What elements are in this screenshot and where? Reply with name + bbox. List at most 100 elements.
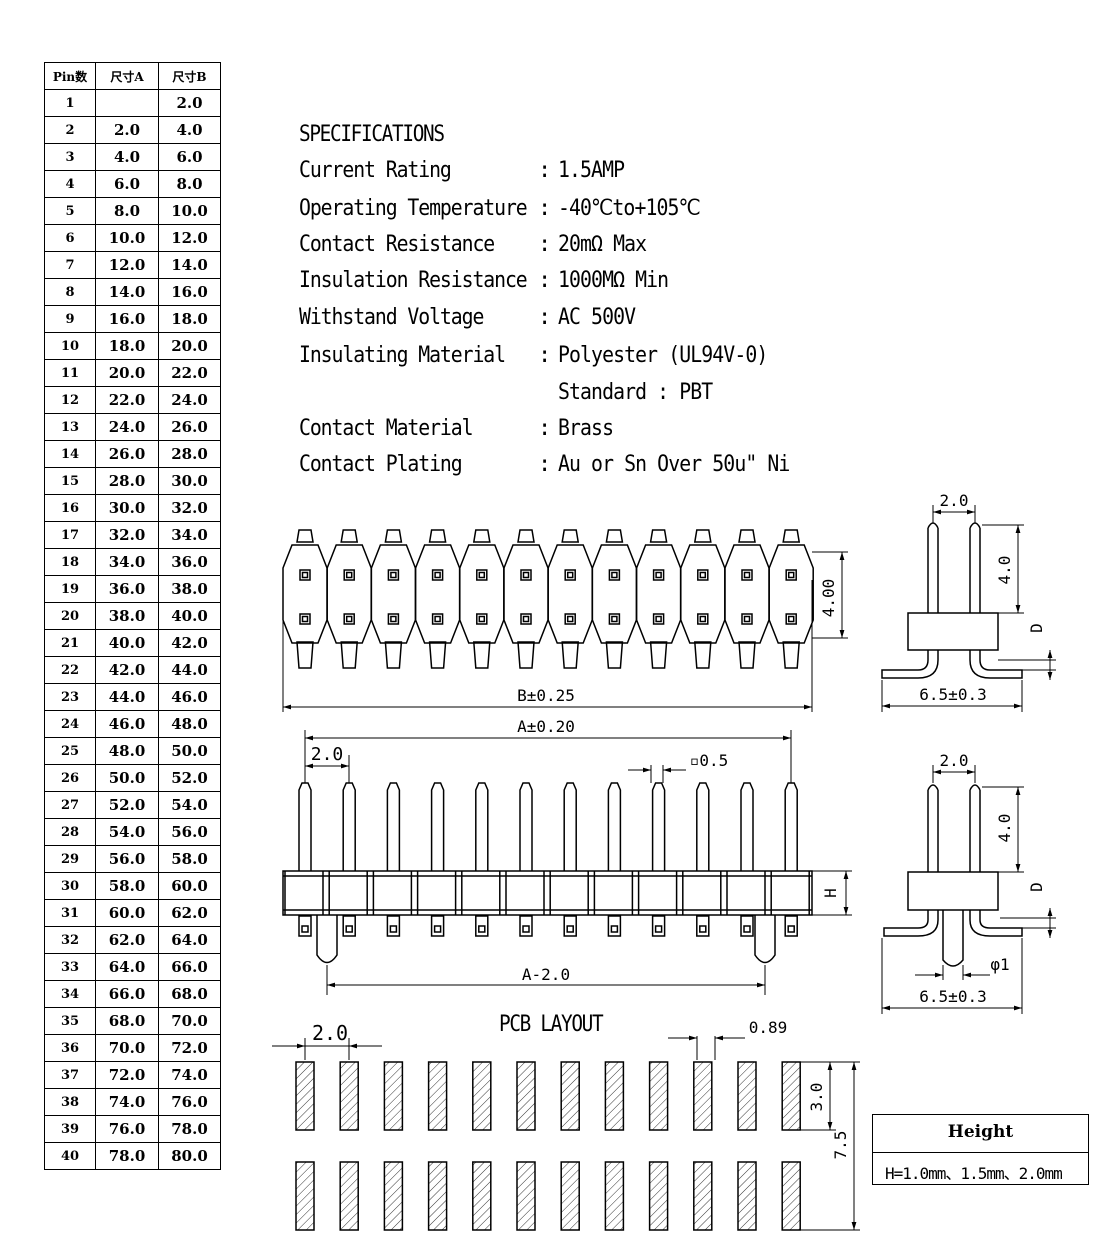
pin-tip-bottom [561, 641, 580, 669]
dimension-lines [272, 505, 1056, 1231]
pin-square-inner [390, 571, 397, 579]
pcb-pad-bottom [295, 1161, 315, 1231]
front-pin-end [345, 925, 353, 933]
cell-size-a: 64.0 [95, 953, 159, 981]
label-pcb-pad-height: 3.0 [807, 1083, 826, 1112]
side-pin-right [969, 522, 981, 613]
pcb-pad-bottom [339, 1161, 359, 1231]
pin-square [652, 613, 665, 625]
cell-pin: 34 [44, 980, 96, 1008]
pin-tip-top [472, 529, 491, 543]
pin-square [741, 613, 753, 625]
cell-pin: 12 [44, 386, 96, 414]
cell-size-b: 34.0 [158, 521, 221, 549]
specifications-title: SPECIFICATIONS [299, 122, 445, 147]
front-pin-upper [607, 782, 622, 871]
spec-colon: : [538, 452, 552, 477]
cell-size-a [95, 89, 159, 117]
side-housing [907, 612, 999, 651]
pin-square-inner [434, 615, 441, 623]
pcb-pad-top [383, 1061, 404, 1131]
side-view-right-angle [881, 522, 1023, 679]
cell-size-a: 62.0 [95, 926, 159, 954]
pin-square-inner [611, 571, 618, 579]
front-pin-end [610, 925, 619, 933]
cell-pin: 16 [44, 494, 96, 522]
cell-pin: 9 [44, 305, 96, 333]
label-a-minus: A-2.0 [522, 965, 570, 984]
cell-size-b: 36.0 [158, 548, 221, 576]
front-pin-lower [651, 915, 666, 937]
cell-size-b: 46.0 [158, 683, 221, 711]
pin-square-inner [522, 615, 530, 623]
label-side2-d: D [1027, 882, 1046, 892]
front-pin-lower [784, 915, 798, 937]
side2-lead-left [883, 910, 939, 937]
cell-size-b: 58.0 [158, 845, 221, 873]
pin-tip-bottom [296, 641, 314, 669]
cell-size-b: 10.0 [158, 197, 221, 225]
pin-tip-top [561, 529, 580, 543]
spec-colon: : [538, 343, 552, 368]
pcb-pad-bottom [604, 1161, 625, 1231]
cell-size-a: 2.0 [95, 116, 159, 144]
pin-square [431, 613, 444, 625]
pcb-pad-bottom [472, 1161, 492, 1231]
pcb-layout-title: PCB LAYOUT [499, 1012, 604, 1037]
spec-value: 20mΩ Max [558, 232, 647, 257]
pin-tip-bottom [693, 641, 712, 669]
spec-label: Insulating Material [299, 343, 506, 368]
label-side-d: D [1027, 623, 1046, 633]
pin-square-inner [655, 615, 662, 623]
cell-pin: 13 [44, 413, 96, 441]
pin-square [431, 569, 444, 581]
front-post [316, 915, 338, 964]
label-pin-square: ▫0.5 [690, 751, 729, 770]
pcb-pad-top [339, 1061, 359, 1131]
header-pin: Pin数 [44, 62, 96, 90]
pcb-pad-bottom [693, 1161, 713, 1231]
spec-value: AC 500V [558, 305, 636, 330]
cell-size-a: 12.0 [95, 251, 159, 279]
pin-tip-bottom [782, 641, 801, 669]
front-pin-end [743, 925, 751, 933]
pin-tip-bottom [384, 641, 403, 669]
cell-pin: 19 [44, 575, 96, 603]
front-pin-upper [475, 782, 489, 871]
cell-pin: 37 [44, 1061, 96, 1089]
label-side2-pin-length: 4.0 [995, 814, 1014, 843]
pcb-pad-bottom [648, 1161, 669, 1231]
cell-size-b: 12.0 [158, 224, 221, 252]
pcb-pad-top [737, 1061, 757, 1131]
spec-label: Contact Resistance [299, 232, 495, 257]
cell-size-a: 66.0 [95, 980, 159, 1008]
front-pin-end [389, 925, 398, 933]
spec-label: Operating Temperature [299, 196, 528, 221]
pin-square [564, 613, 576, 625]
pin-square [387, 613, 400, 625]
front-pin-lower [430, 915, 445, 937]
label-side-width: 6.5±0.3 [919, 685, 986, 704]
cell-size-b: 50.0 [158, 737, 221, 765]
cell-size-a: 34.0 [95, 548, 159, 576]
cell-size-a: 60.0 [95, 899, 159, 927]
height-divider [873, 1152, 1088, 1153]
label-side2-width: 6.5±0.3 [919, 987, 986, 1006]
front-pin-end [522, 925, 530, 933]
pin-square [476, 613, 488, 625]
pin-square-inner [611, 615, 618, 623]
spec-label: Current Rating [299, 158, 452, 183]
pin-square-inner [345, 571, 353, 579]
